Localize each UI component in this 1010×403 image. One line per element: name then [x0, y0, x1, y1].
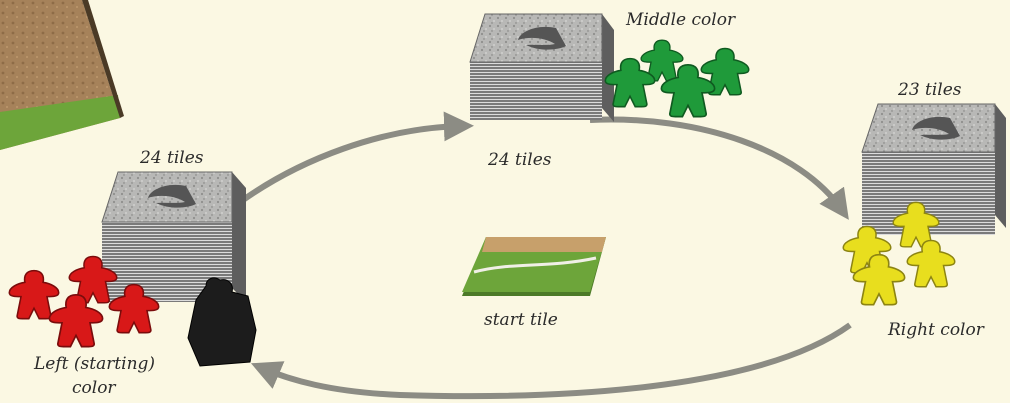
meeple-red-4 — [48, 293, 104, 348]
label-left-color-line1: Left (starting) — [34, 354, 156, 374]
label-middle-tiles: 24 tiles — [488, 150, 552, 170]
cloister-emblem — [518, 26, 566, 50]
cloister-emblem — [148, 184, 196, 208]
tile-stack-right — [861, 103, 1006, 235]
start-tile — [462, 237, 606, 296]
label-left-tiles: 24 tiles — [140, 148, 204, 168]
label-start-tile: start tile — [484, 310, 558, 330]
arrow-right-to-left — [250, 322, 852, 400]
label-middle-color: Middle color — [626, 10, 736, 30]
arrow-left-to-middle — [241, 111, 474, 203]
arrow-middle-to-right — [589, 116, 849, 220]
meeples-green — [604, 39, 750, 118]
board-corner — [0, 0, 124, 150]
label-right-tiles: 23 tiles — [898, 80, 962, 100]
turn-arrows — [241, 111, 852, 400]
label-left-color-line2: color — [72, 378, 116, 398]
meeple-yellow-3 — [906, 239, 956, 288]
meeple-black — [187, 277, 257, 367]
tile-stack-middle — [469, 13, 614, 122]
cloister-emblem — [912, 116, 960, 140]
meeple-red-2 — [8, 269, 60, 320]
label-right-color: Right color — [888, 320, 984, 340]
